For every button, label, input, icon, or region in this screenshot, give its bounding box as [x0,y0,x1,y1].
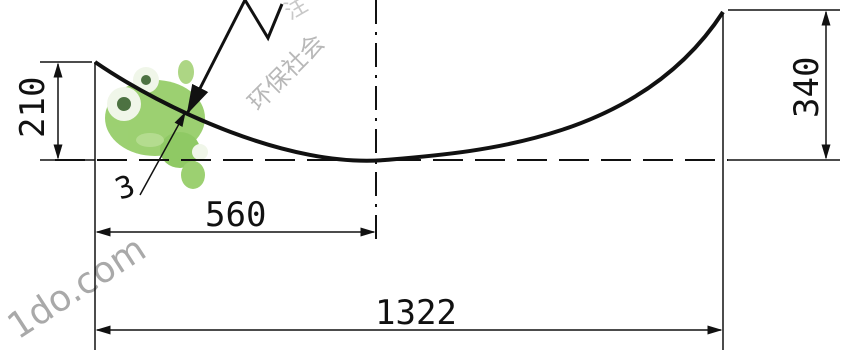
dim-210-label: 210 [13,77,53,138]
callout-leader-zigzag [243,0,284,42]
dim-340-label: 340 [787,57,827,118]
watermark-chinese-text: 环保社会 [242,29,330,117]
leader-3-label: 3 [111,168,140,207]
dim-1322-label: 1322 [375,293,457,333]
dim-560-label: 560 [205,195,266,235]
watermark: 1do.com 环保社会 注 [1,0,331,348]
callout-leader-line [186,0,247,115]
watermark-extra-chars: 注 [281,0,313,25]
leader-3-line [139,111,186,196]
